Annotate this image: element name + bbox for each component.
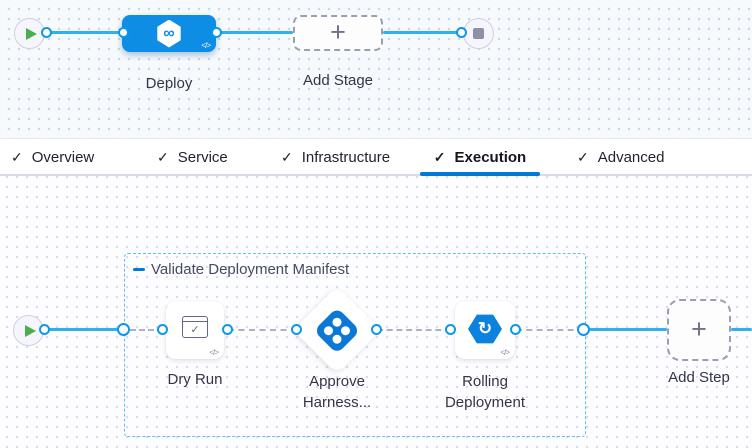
stage-node-deploy[interactable]: ∞ </> — [122, 15, 216, 52]
code-toggle-icon[interactable]: </> — [500, 348, 510, 357]
edge-line — [731, 328, 752, 331]
edge-line-dashed — [228, 329, 297, 331]
check-icon: ✓ — [11, 148, 23, 165]
tab-label: Overview — [31, 148, 95, 166]
plus-icon: + — [691, 313, 707, 344]
check-icon: ✓ — [433, 148, 446, 165]
rolling-deployment-icon: ↻ — [468, 314, 502, 344]
execution-canvas: Validate Deployment Manifest ✓ </> ↻ </>… — [0, 176, 752, 448]
tab-execution[interactable]: ✓ Execution — [420, 139, 540, 175]
connector-dot[interactable] — [456, 27, 467, 38]
harness-approval-icon — [313, 306, 361, 354]
active-tab-underline — [420, 172, 540, 176]
tab-overview[interactable]: ✓ Overview — [11, 139, 94, 175]
step-label-dry-run: Dry Run — [167, 371, 223, 388]
collapse-dash-icon — [133, 268, 145, 271]
group-connector-dot[interactable] — [117, 323, 130, 336]
add-stage-button[interactable]: + — [293, 15, 383, 51]
pipeline-start-node[interactable] — [14, 18, 45, 49]
harness-cd-icon: ∞ — [157, 19, 181, 48]
edge-line — [45, 328, 124, 331]
connector-dot[interactable] — [510, 324, 521, 335]
tab-label: Infrastructure — [301, 148, 391, 166]
check-icon: ✓ — [281, 148, 293, 165]
stage-label: Deploy — [145, 75, 193, 92]
connector-dot[interactable] — [291, 324, 302, 335]
connector-dot[interactable] — [445, 324, 456, 335]
add-stage-label: Add Stage — [302, 72, 374, 89]
dry-run-window-check-icon: ✓ — [182, 316, 208, 338]
step-group-container — [124, 253, 586, 437]
connector-dot[interactable] — [211, 27, 222, 38]
tab-label: Service — [177, 148, 228, 166]
edge-line-dashed — [516, 329, 584, 331]
step-group-label: Validate Deployment Manifest — [151, 261, 350, 278]
edge-line-dashed — [130, 329, 163, 331]
step-label-rolling-deployment: Rolling Deployment — [444, 373, 526, 411]
tab-service[interactable]: ✓ Service — [157, 139, 228, 175]
check-icon: ✓ — [577, 148, 589, 165]
check-icon: ✓ — [157, 148, 169, 165]
connector-dot[interactable] — [371, 324, 382, 335]
connector-dot[interactable] — [222, 324, 233, 335]
step-node-rolling-deployment[interactable]: ↻ </> — [455, 301, 515, 359]
connector-dot[interactable] — [157, 324, 168, 335]
connector-dot[interactable] — [39, 324, 50, 335]
step-group-header[interactable]: Validate Deployment Manifest — [133, 261, 349, 278]
tab-advanced[interactable]: ✓ Advanced — [577, 139, 664, 175]
stage-config-tabbar: ✓ Overview ✓ Service ✓ Infrastructure ✓ … — [0, 138, 752, 176]
add-step-label: Add Step — [668, 369, 730, 386]
stage-canvas: ∞ </> + Deploy Add Stage — [0, 0, 752, 138]
tab-label: Execution — [454, 148, 527, 166]
stop-icon — [473, 28, 484, 39]
plus-icon: + — [330, 16, 346, 47]
play-icon — [25, 324, 36, 337]
step-label-approve: Approve Harness... — [302, 373, 372, 411]
step-node-dry-run[interactable]: ✓ </> — [166, 301, 224, 359]
edge-line — [383, 31, 462, 34]
edge-line — [584, 328, 667, 331]
edge-line — [46, 31, 124, 34]
code-toggle-icon[interactable]: </> — [201, 41, 211, 50]
connector-dot[interactable] — [41, 27, 52, 38]
tab-infrastructure[interactable]: ✓ Infrastructure — [281, 139, 390, 175]
code-toggle-icon[interactable]: </> — [209, 348, 219, 357]
connector-dot[interactable] — [118, 27, 129, 38]
edge-line — [216, 31, 293, 34]
tab-label: Advanced — [597, 148, 665, 166]
edge-line-dashed — [377, 329, 451, 331]
add-step-button[interactable]: + — [667, 299, 731, 361]
play-icon — [26, 27, 37, 40]
pipeline-end-node[interactable] — [463, 18, 494, 49]
group-connector-dot[interactable] — [577, 323, 590, 336]
